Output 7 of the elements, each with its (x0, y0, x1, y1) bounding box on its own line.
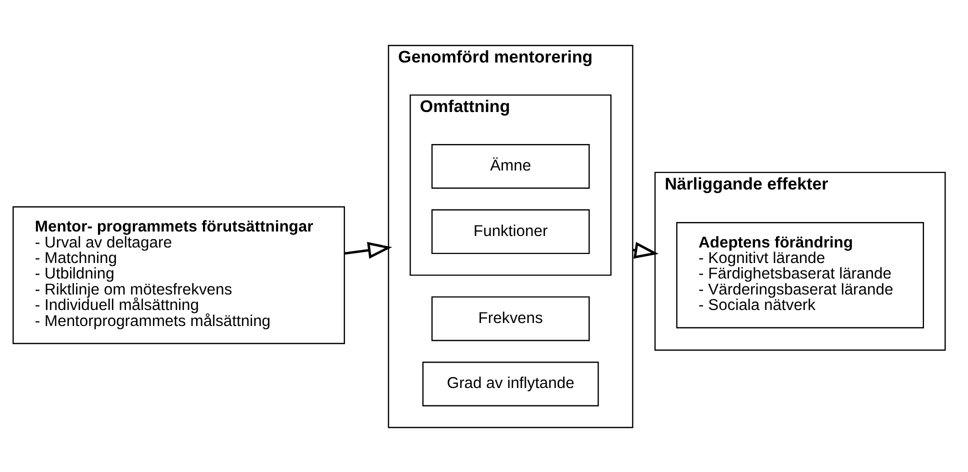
node-box: Mentor- programmets förutsättningar - Urval av deltagare - Matchning - Utbildning - Riktlinje om mötesfrekvens - Individuell målsättning - Mentorprogrammets målsättning (12, 206, 345, 344)
node-box: Funktioner (431, 208, 590, 254)
node-box: Grad av inflytande (422, 361, 599, 406)
node-box: Adeptens förändring - Kognitivt lärande - Färdighetsbaserat lärande - Värderingsbaserat lärande - Sociala nätverk (676, 222, 924, 328)
arrow (344, 241, 392, 258)
node-box: Frekvens (431, 296, 590, 341)
node-box: Ämne (431, 144, 590, 188)
